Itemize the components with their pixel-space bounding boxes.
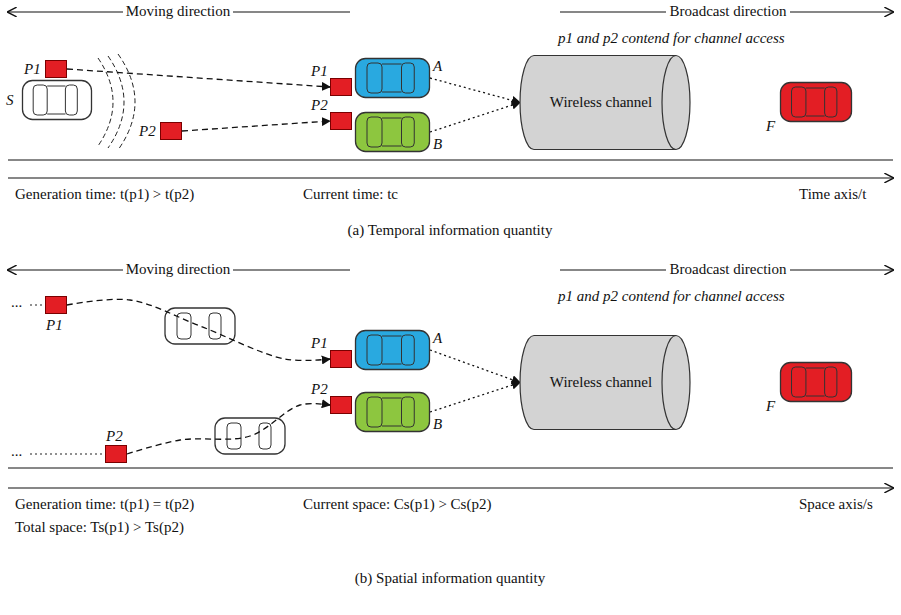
vehicle: B [355, 112, 430, 152]
leader-line [30, 453, 103, 454]
packet: P1 [45, 296, 67, 314]
car-shape [355, 112, 430, 152]
annotation: Current time: tc [300, 186, 401, 203]
vehicle: A [355, 58, 430, 98]
car-shape [355, 330, 430, 370]
vehicle-label: S [6, 92, 14, 109]
wireless-channel: Wireless channel [520, 55, 690, 150]
car-shape [355, 392, 430, 432]
vehicle-label: B [433, 416, 442, 433]
packet: P2 [330, 112, 352, 130]
car-shape [780, 82, 852, 122]
packet-label: P1 [311, 63, 328, 80]
car-shape [22, 80, 92, 120]
annotation: Generation time: t(p1) = t(p2) [12, 496, 197, 513]
annotation: ... [8, 443, 25, 460]
vehicle: B [355, 392, 430, 432]
annotation: ... [8, 294, 25, 311]
packet: P1 [330, 350, 352, 368]
transmission-arrow [430, 78, 520, 103]
time-axis [8, 177, 893, 178]
annotation: Moving direction [123, 261, 234, 278]
annotation: Total space: Ts(p1) > Ts(p2) [12, 519, 187, 536]
vehicle: S [22, 80, 92, 120]
road-line [8, 468, 893, 469]
vehicle-label: A [433, 58, 442, 75]
relay-car [165, 308, 235, 344]
car-shape [780, 362, 852, 402]
packet-label: P2 [311, 97, 328, 114]
caption: (b) Spatial information quantity [352, 570, 548, 587]
packet-label: P1 [311, 335, 328, 352]
packet-label: P1 [46, 317, 63, 334]
packet: P2 [330, 396, 352, 414]
car-shape [355, 58, 430, 98]
vehicle: A [355, 330, 430, 370]
broadcast-arcs [98, 54, 135, 150]
vehicle: F [780, 82, 852, 122]
channel-label: Wireless channel [550, 94, 652, 111]
wireless-channel: Wireless channel [520, 335, 690, 430]
packet: P1 [45, 60, 67, 78]
road-line [8, 160, 893, 161]
packet-label: P2 [106, 428, 123, 445]
vehicle-label: F [766, 398, 775, 415]
annotation: p1 and p2 contend for channel access [555, 30, 788, 47]
packet-path [67, 299, 330, 360]
vehicle: F [780, 362, 852, 402]
packet: P2 [105, 445, 127, 463]
annotation: Time axis/t [796, 186, 869, 203]
packet: P1 [330, 78, 352, 96]
space-axis [8, 487, 893, 488]
annotation: Space axis/s [796, 496, 876, 513]
annotation: Broadcast direction [666, 261, 789, 278]
annotation: Broadcast direction [666, 3, 789, 20]
transmission-arrow [430, 103, 520, 133]
vehicle-label: F [766, 118, 775, 135]
annotation: p1 and p2 contend for channel access [555, 288, 788, 305]
packet-path [67, 69, 330, 87]
vehicle-label: A [433, 330, 442, 347]
vehicle-label: B [433, 136, 442, 153]
transmission-arrow [430, 350, 520, 383]
annotation: Current space: Cs(p1) > Cs(p2) [300, 496, 494, 513]
packet-label: P2 [311, 381, 328, 398]
annotation: Moving direction [123, 3, 234, 20]
transmission-arrow [430, 383, 520, 413]
packet: P2 [160, 122, 182, 140]
channel-label: Wireless channel [550, 374, 652, 391]
annotation: Generation time: t(p1) > t(p2) [12, 186, 197, 203]
caption: (a) Temporal information quantity [345, 222, 556, 239]
packet-label: P2 [139, 123, 156, 140]
packet-path [182, 121, 330, 131]
leader-line [30, 304, 43, 305]
packet-label: P1 [24, 61, 41, 78]
packet-path [127, 404, 330, 454]
